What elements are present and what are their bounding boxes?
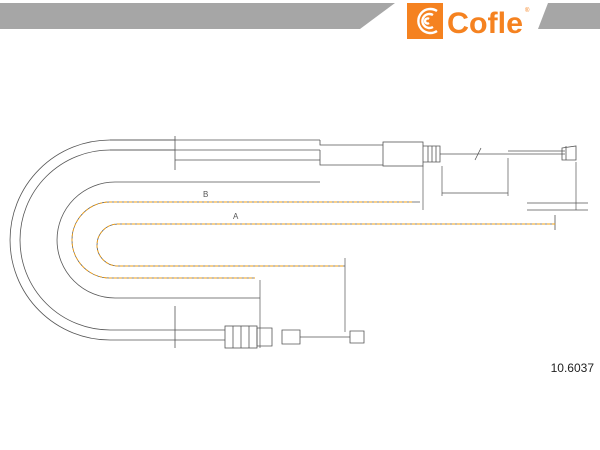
logo-mark-icon [417, 7, 438, 35]
wire-break [474, 147, 482, 161]
dimension-a-line [96, 223, 555, 267]
cable-guide-3 [96, 223, 555, 267]
dimension-b-line [71, 201, 412, 279]
part-number: 10.6037 [550, 361, 594, 375]
cable-guide-2 [71, 201, 420, 279]
lower-wire-end [349, 330, 365, 344]
dimension-b-label: B [203, 190, 208, 199]
dimension-a-label: A [233, 212, 239, 221]
lower-nut [256, 327, 301, 347]
cable-sheath-outer [9, 139, 175, 341]
lower-adjuster-threads [232, 326, 250, 348]
registered-mark: ® [525, 7, 530, 14]
lower-sheath-body [175, 329, 225, 341]
upper-sheath [110, 136, 577, 170]
upper-end-fitting [382, 141, 424, 167]
dimension-lines [71, 201, 555, 279]
logo-wordmark: Cofle [447, 7, 523, 40]
upper-wire-end [561, 145, 577, 161]
sheath-step [175, 140, 383, 166]
upper-ferrule [423, 145, 441, 163]
header-band-left [0, 3, 395, 29]
header-band-right [538, 3, 600, 29]
extension-lines [259, 158, 588, 348]
cofle-logo: Cofle ® [407, 3, 530, 40]
cable-sheath-inner [19, 149, 175, 331]
cable-guide-1 [56, 181, 320, 299]
cable-body [9, 139, 556, 341]
lower-sheath [174, 306, 365, 349]
